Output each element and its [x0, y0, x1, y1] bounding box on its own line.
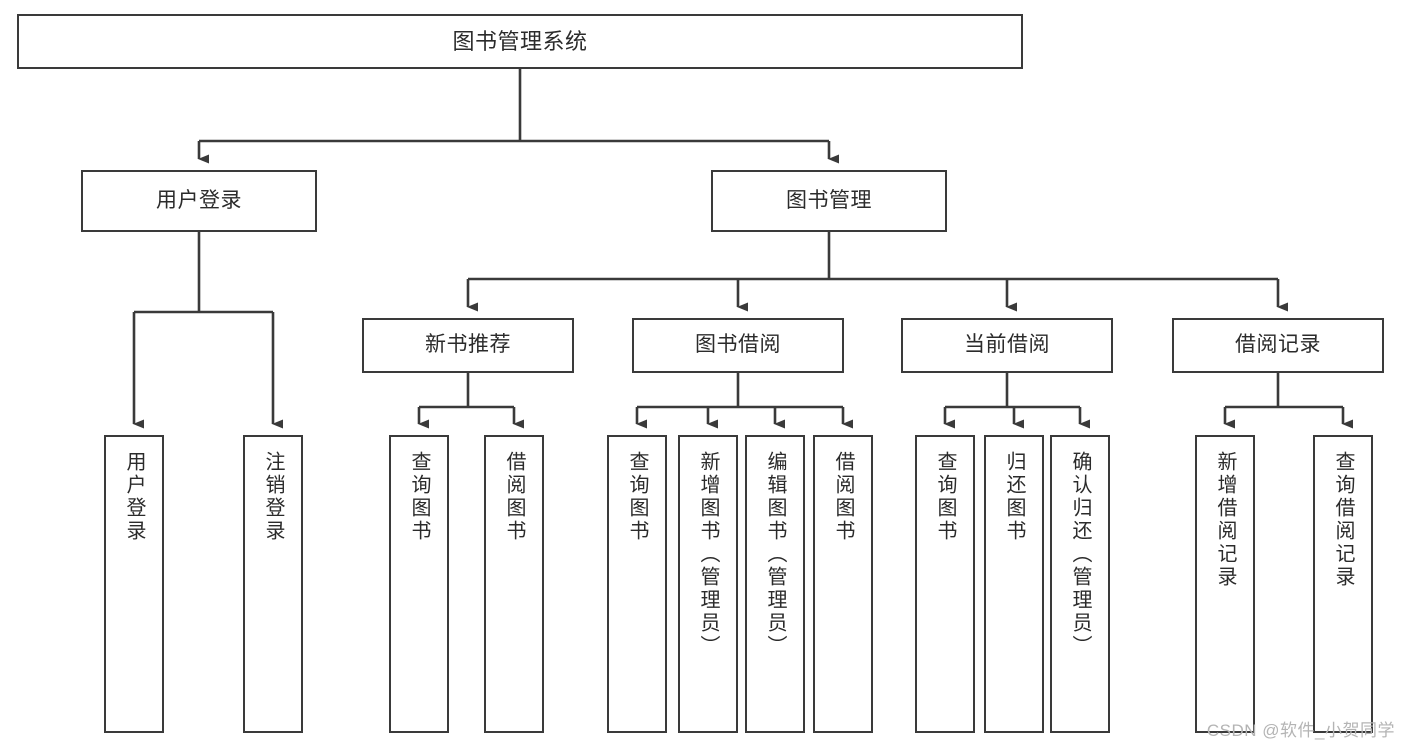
node-leaf-borrow-book-2[interactable]: 借阅图书 [813, 435, 873, 733]
node-label: 用户登录 [156, 188, 242, 212]
node-label: 用户登录 [123, 451, 145, 543]
node-label: 借阅图书 [503, 451, 525, 543]
node-leaf-add-borrow-record[interactable]: 新增借阅记录 [1195, 435, 1255, 733]
node-book-borrow[interactable]: 图书借阅 [632, 318, 844, 373]
node-leaf-query-borrow-record[interactable]: 查询借阅记录 [1313, 435, 1373, 733]
node-label: 新增图书（管理员） [697, 451, 719, 658]
node-label: 图书管理 [786, 188, 872, 212]
node-leaf-return-book[interactable]: 归还图书 [984, 435, 1044, 733]
node-leaf-confirm-return-admin[interactable]: 确认归还（管理员） [1050, 435, 1110, 733]
node-label: 新增借阅记录 [1214, 451, 1236, 589]
node-leaf-edit-book-admin[interactable]: 编辑图书（管理员） [745, 435, 805, 733]
node-leaf-query-book-3[interactable]: 查询图书 [915, 435, 975, 733]
node-new-book-recommend[interactable]: 新书推荐 [362, 318, 574, 373]
node-book-manage[interactable]: 图书管理 [711, 170, 947, 232]
node-leaf-add-book-admin[interactable]: 新增图书（管理员） [678, 435, 738, 733]
watermark-text: CSDN @软件_小贺同学 [1206, 721, 1395, 740]
node-leaf-query-book-2[interactable]: 查询图书 [607, 435, 667, 733]
node-user-login[interactable]: 用户登录 [81, 170, 317, 232]
node-label: 新书推荐 [425, 333, 511, 357]
node-label: 查询图书 [934, 451, 956, 543]
node-leaf-user-login[interactable]: 用户登录 [104, 435, 164, 733]
node-label: 查询借阅记录 [1332, 451, 1354, 589]
node-label: 借阅记录 [1235, 333, 1321, 357]
node-current-borrow[interactable]: 当前借阅 [901, 318, 1113, 373]
node-borrow-record[interactable]: 借阅记录 [1172, 318, 1384, 373]
node-book-management-system[interactable]: 图书管理系统 [17, 14, 1023, 69]
node-label: 借阅图书 [832, 451, 854, 543]
node-label: 查询图书 [626, 451, 648, 543]
node-label: 当前借阅 [964, 333, 1050, 357]
node-label: 编辑图书（管理员） [764, 451, 786, 658]
node-leaf-logout[interactable]: 注销登录 [243, 435, 303, 733]
node-label: 归还图书 [1003, 451, 1025, 543]
node-label: 注销登录 [262, 451, 284, 543]
node-label: 图书管理系统 [452, 28, 588, 54]
node-label: 查询图书 [408, 451, 430, 543]
node-leaf-query-book-1[interactable]: 查询图书 [389, 435, 449, 733]
node-leaf-borrow-book-1[interactable]: 借阅图书 [484, 435, 544, 733]
node-label: 确认归还（管理员） [1069, 451, 1091, 658]
node-label: 图书借阅 [695, 333, 781, 357]
